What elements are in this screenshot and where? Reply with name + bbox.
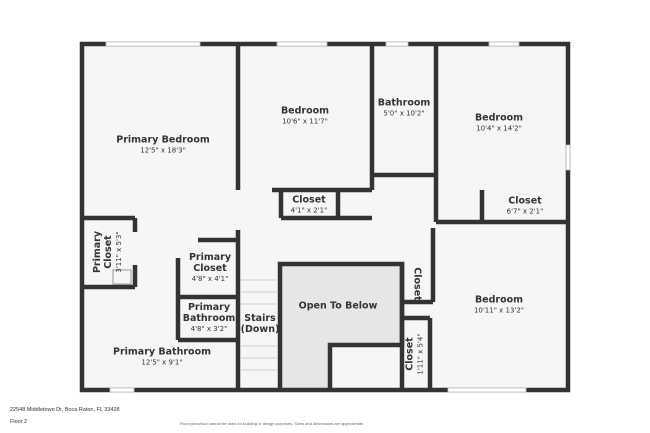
room-name: Closet: [292, 194, 326, 206]
room-name: Closet: [404, 337, 416, 371]
room-name: Bedroom: [474, 294, 524, 306]
room-dims: 10'6" x 11'7": [282, 117, 328, 126]
room-name: Closet: [411, 267, 423, 301]
room-closet-hall: Closet: [411, 267, 422, 300]
room-name: Open To Below: [298, 300, 378, 312]
floor-label: Floor 2: [10, 419, 28, 425]
room-name: Primary Bathroom: [182, 302, 236, 324]
open-to-below-area: [280, 264, 402, 390]
room-stairs: Stairs (Down): [240, 313, 280, 336]
room-dims: 12'5" x 18'3": [140, 146, 186, 155]
address: 22548 Middletown Dr, Boca Raton, FL 3342…: [10, 407, 120, 413]
room-dims: 4'8" x 4'1": [191, 274, 229, 283]
room-dims: 5'0" x 10'2": [383, 109, 425, 118]
room-dims: 6'7" x 2'1": [506, 207, 544, 216]
windows: [105, 41, 571, 393]
disclaimer: Floor plans/tour cannot be used for buil…: [180, 421, 365, 426]
room-name: Primary Closet: [188, 252, 232, 274]
room-name: Stairs (Down): [240, 313, 280, 335]
room-name: Primary Bathroom: [113, 346, 211, 358]
room-name: Primary Bedroom: [116, 134, 210, 146]
room-dims: 1'11" x 5'4": [416, 333, 425, 375]
room-dims: 10'11" x 13'2": [473, 306, 525, 315]
room-dims: 3'11" x 5'3": [114, 231, 123, 273]
room-open-to-below: Open To Below: [298, 300, 378, 313]
room-dims: 12'5" x 9'1": [141, 358, 183, 367]
room-dims: 10'4" x 14'2": [476, 124, 522, 133]
room-dims: 4'8" x 3'2": [190, 324, 228, 333]
room-name: Bedroom: [474, 112, 524, 124]
room-name: Closet: [508, 195, 542, 207]
stair-treads: [240, 279, 278, 371]
room-name: Primary Closet: [92, 230, 114, 274]
room-dims: 4'1" x 2'1": [290, 206, 328, 215]
shaft-hatch: [112, 269, 132, 285]
room-name: Bedroom: [280, 105, 330, 117]
room-name: Bathroom: [377, 97, 431, 109]
